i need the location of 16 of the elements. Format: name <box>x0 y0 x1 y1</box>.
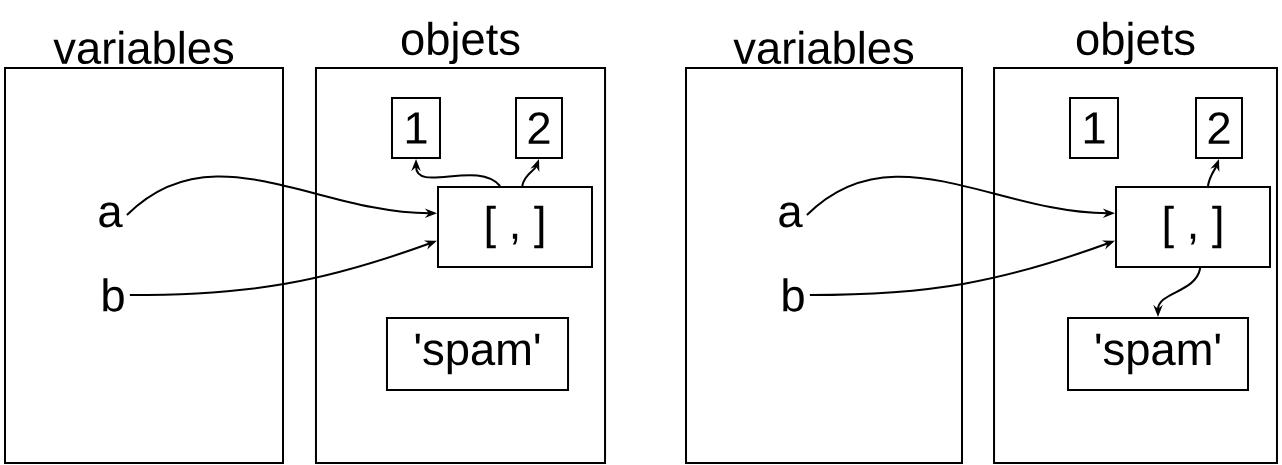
node-label: objets <box>1076 21 1195 65</box>
object-box: 1 <box>391 97 441 159</box>
variable-name: b <box>103 278 124 312</box>
object-box: [ , ] <box>1115 186 1271 268</box>
variable-name: a <box>99 202 123 228</box>
object-box: 'spam' <box>1067 317 1249 391</box>
variable-name: a <box>779 202 803 228</box>
node-label: objets <box>401 21 520 65</box>
object-box: 2 <box>515 97 563 159</box>
node-label: variables <box>733 30 914 65</box>
object-box: 2 <box>1195 97 1243 159</box>
object-box: 'spam' <box>385 317 570 391</box>
object-box: 1 <box>1069 97 1119 159</box>
object-box: [ , ] <box>437 186 593 268</box>
node-label: variables <box>53 30 234 65</box>
variable-name: b <box>783 278 804 312</box>
